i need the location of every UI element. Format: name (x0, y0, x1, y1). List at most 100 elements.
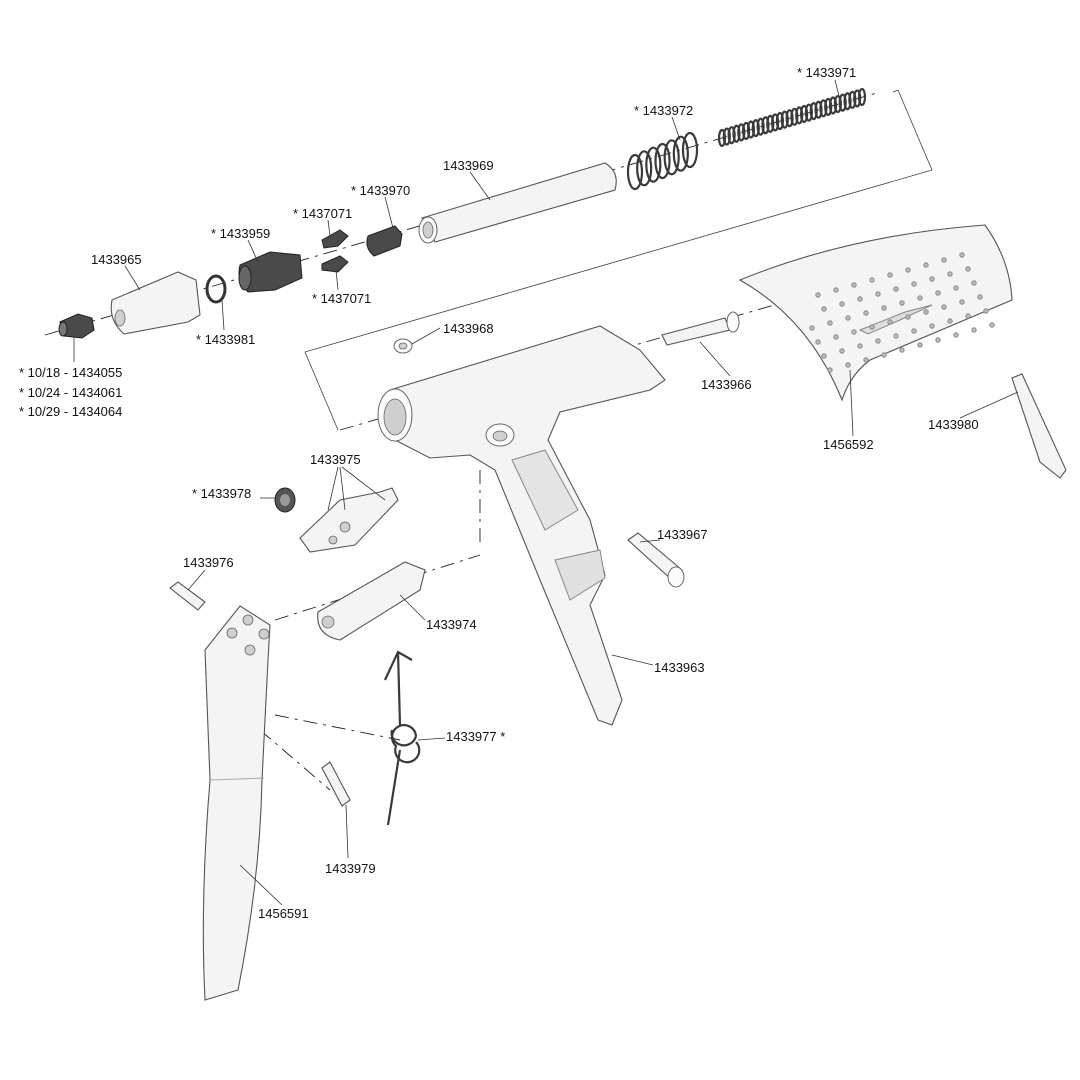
label-1433980: 1433980 (928, 417, 979, 432)
spring-coil (843, 92, 852, 111)
label-1433979: 1433979 (325, 861, 376, 876)
spring-coil (857, 87, 867, 107)
label-1433975: 1433975 (310, 452, 361, 467)
cover-hole (815, 339, 821, 345)
cover-hole (839, 348, 845, 354)
leader-lines (73, 79, 1019, 906)
spring-coil (799, 104, 809, 124)
spring-coil (746, 120, 756, 139)
cover-hole (869, 324, 875, 330)
cover-hole (977, 294, 983, 300)
cover-hole (893, 333, 899, 339)
spring-coil (780, 110, 789, 129)
label-1437071-lower: * 1437071 (312, 291, 371, 306)
cover-hole (989, 322, 995, 328)
cover-hole (839, 301, 845, 307)
cover-hole (929, 276, 935, 282)
cover-hole (875, 291, 881, 297)
cover-hole (857, 343, 863, 349)
cover-hole (833, 334, 839, 340)
cover-hole (827, 367, 833, 373)
label-nozzle-10-29: * 10/29 - 1434064 (19, 404, 122, 419)
spring-coil (751, 119, 760, 138)
label-1433977: 1433977 * (446, 729, 505, 744)
spring-coil (636, 150, 653, 187)
cover-hole (869, 277, 875, 283)
cover-hole (857, 296, 863, 302)
part-1456591-trigger (202, 605, 271, 1001)
cover-hole (815, 292, 821, 298)
label-1433967: 1433967 (657, 527, 708, 542)
spring-coil (672, 135, 689, 172)
cover-hole (923, 309, 929, 315)
label-1433965: 1433965 (91, 252, 142, 267)
cover-hole (965, 313, 971, 319)
part-1433975-lever (299, 487, 399, 553)
spring-coil (681, 131, 699, 169)
cover-hole (863, 357, 869, 363)
spring-coil (833, 94, 842, 114)
label-1433963: 1433963 (654, 660, 705, 675)
cover-hole (833, 287, 839, 293)
part-1433963-body (377, 325, 666, 726)
label-1433974: 1433974 (426, 617, 477, 632)
part-1437071-jaw-lower (321, 255, 349, 273)
spring-coil (819, 99, 828, 118)
spring-coil (771, 113, 780, 132)
spring-coil (732, 124, 741, 143)
spring-coil (795, 106, 804, 125)
spring-coil (737, 123, 746, 142)
cover-hole (821, 306, 827, 312)
cover-hole (917, 295, 923, 301)
cover-hole (827, 320, 833, 326)
spring-coil (626, 153, 644, 191)
cover-hole (881, 305, 887, 311)
spring-coil (848, 90, 857, 109)
part-1433969 (418, 162, 617, 244)
part-1437071-jaw-upper (321, 229, 349, 249)
spring-coil (828, 96, 838, 115)
spring-coil (742, 121, 751, 141)
cover-hole (905, 267, 911, 273)
cover-hole (935, 337, 941, 343)
label-1433978: * 1433978 (192, 486, 251, 501)
cover-hole (941, 304, 947, 310)
cover-hole (845, 315, 851, 321)
part-1433959 (238, 251, 303, 293)
label-1433971: * 1433971 (797, 65, 856, 80)
part-1433966-pin (661, 311, 740, 346)
spring-coil (717, 128, 727, 148)
cover-hole (881, 352, 887, 358)
spring-coil (790, 107, 799, 126)
part-1433979-pin (321, 761, 351, 807)
cover-hole (875, 338, 881, 344)
cover-hole (941, 257, 947, 263)
cover-hole (821, 353, 827, 359)
cover-hole (899, 347, 905, 353)
spring-coil (804, 103, 813, 122)
part-1433972-spring (626, 131, 699, 191)
spring-coil (853, 89, 862, 108)
label-1433969: 1433969 (443, 158, 494, 173)
cover-hole (959, 299, 965, 305)
cover-hole (893, 286, 899, 292)
spring-coil (766, 114, 775, 133)
cover-hole (929, 323, 935, 329)
label-1437071-upper: * 1437071 (293, 206, 352, 221)
cover-hole (983, 308, 989, 314)
part-labels: * 1433971 * 1433972 1433969 * 1433970 * … (19, 65, 979, 921)
spring-coil (663, 139, 680, 176)
cover-hole (887, 272, 893, 278)
label-1433972: * 1433972 (634, 103, 693, 118)
label-1433966: 1433966 (701, 377, 752, 392)
cover-hole (851, 282, 857, 288)
cover-hole (923, 262, 929, 268)
cover-hole (971, 280, 977, 286)
label-1433959: * 1433959 (211, 226, 270, 241)
part-1433967-pin (627, 532, 685, 588)
subassembly-frame (304, 89, 933, 431)
cover-hole (911, 328, 917, 334)
part-1433976-pin (169, 581, 206, 611)
cover-hole (917, 342, 923, 348)
